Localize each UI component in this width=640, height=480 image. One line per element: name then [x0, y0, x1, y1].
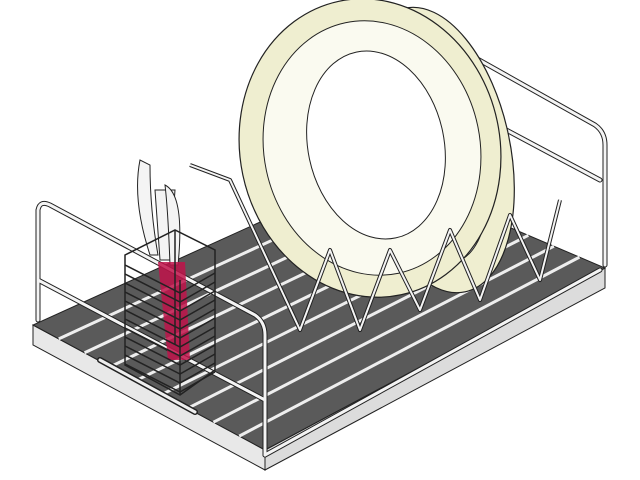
cutlery-basket	[124, 229, 216, 396]
basket-wire	[124, 318, 216, 348]
basket-wire	[124, 300, 216, 330]
basket-wire	[124, 309, 216, 339]
basket-wire	[124, 291, 216, 321]
plate-front	[238, 0, 502, 298]
front-frame-highlight	[36, 201, 602, 457]
plate-holder-wires-highlight	[189, 164, 561, 331]
basket-wire	[124, 264, 216, 294]
floor-rail	[238, 255, 581, 438]
knife	[137, 159, 159, 256]
basket-wire	[124, 363, 216, 393]
basket-wire	[124, 282, 216, 312]
basket-wire	[124, 327, 216, 357]
basket-wire	[124, 345, 216, 375]
basket-wire	[124, 354, 216, 384]
basket-wire	[124, 336, 216, 366]
basket-wire	[124, 273, 216, 303]
floor-rail	[212, 244, 555, 424]
